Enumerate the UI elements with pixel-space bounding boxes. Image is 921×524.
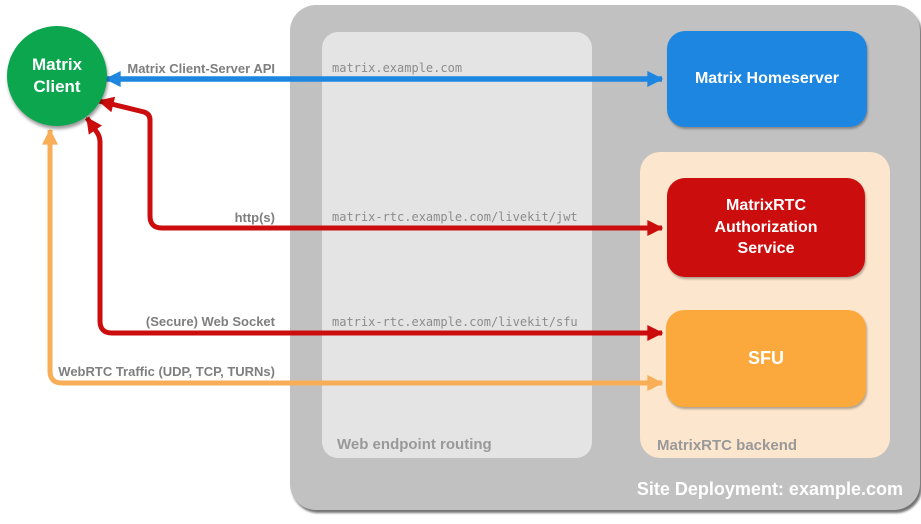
node-matrix-homeserver-label: Matrix Homeserver — [694, 70, 840, 88]
node-matrixrtc-authorization-service-label: MatrixRTC Authorization Service — [714, 197, 818, 258]
endpoint-livekit-jwt: matrix-rtc.example.com/livekit/jwt — [332, 210, 578, 224]
node-matrix-client: Matrix Client — [7, 26, 107, 126]
web-endpoint-routing-container — [322, 32, 592, 458]
label-client-server-api: Matrix Client-Server API — [127, 61, 275, 76]
label-https: http(s) — [234, 210, 275, 225]
web-endpoint-routing-label: Web endpoint routing — [337, 436, 492, 453]
node-matrixrtc-authorization-service: MatrixRTC Authorization Service — [667, 178, 865, 277]
matrixrtc-backend-label: MatrixRTC backend — [657, 437, 798, 454]
label-web-socket: (Secure) Web Socket — [145, 314, 275, 329]
node-matrix-client-label: Matrix Client — [31, 54, 83, 96]
endpoint-livekit-sfu: matrix-rtc.example.com/livekit/sfu — [332, 315, 578, 329]
node-matrix-homeserver: Matrix Homeserver — [667, 31, 867, 127]
site-deployment-label: Site Deployment: example.com — [636, 479, 903, 499]
node-sfu-label: SFU — [748, 348, 784, 369]
label-webrtc-traffic: WebRTC Traffic (UDP, TCP, TURNs) — [58, 364, 275, 379]
endpoint-matrix-example-com: matrix.example.com — [332, 61, 463, 75]
node-sfu: SFU — [666, 310, 866, 407]
